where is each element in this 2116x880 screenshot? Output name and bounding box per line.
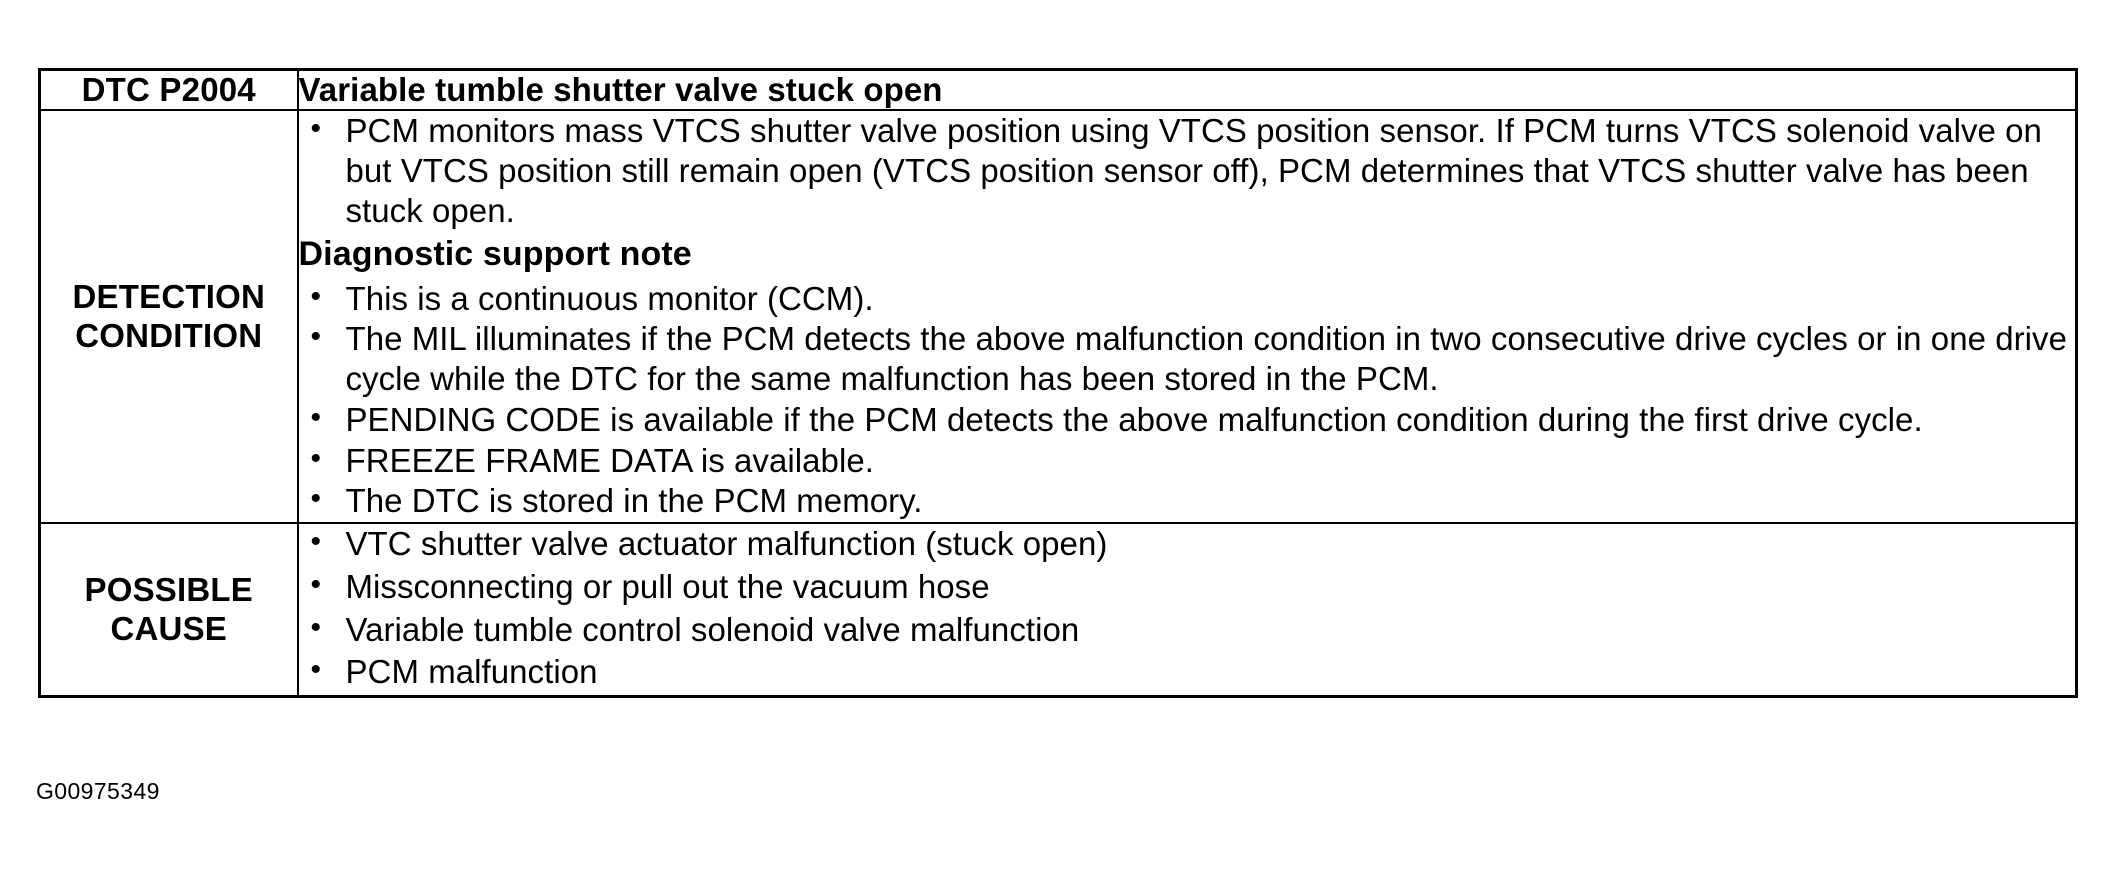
dtc-code-cell: DTC P2004	[38, 68, 299, 111]
detection-condition-content: PCM monitors mass VTCS shutter valve pos…	[296, 108, 2078, 525]
list-item: PCM malfunction	[299, 651, 2076, 692]
detection-intro-list: PCM monitors mass VTCS shutter valve pos…	[299, 110, 2076, 230]
figure-id-label: G00975349	[36, 778, 160, 804]
possible-cause-label: POSSIBLE CAUSE	[38, 522, 299, 698]
possible-cause-label-line1: POSSIBLE	[84, 570, 253, 608]
table-row-detection-condition: DETECTION CONDITION PCM monitors mass VT…	[38, 108, 2078, 525]
possible-cause-list: VTC shutter valve actuator malfunction (…	[299, 523, 2076, 692]
list-item: PENDING CODE is available if the PCM det…	[299, 399, 2076, 440]
list-item: PCM monitors mass VTCS shutter valve pos…	[299, 110, 2076, 230]
possible-cause-content: VTC shutter valve actuator malfunction (…	[296, 522, 2078, 698]
list-item: Variable tumble control solenoid valve m…	[299, 609, 2076, 650]
list-item: The DTC is stored in the PCM memory.	[299, 480, 2076, 521]
list-item: This is a continuous monitor (CCM).	[299, 278, 2076, 319]
list-item: VTC shutter valve actuator malfunction (…	[299, 523, 2076, 564]
detection-condition-label: DETECTION CONDITION	[38, 108, 299, 525]
dtc-table: DTC P2004 Variable tumble shutter valve …	[38, 68, 2078, 699]
diagnostic-support-note-list: This is a continuous monitor (CCM). The …	[299, 278, 2076, 522]
detection-condition-label-line1: DETECTION	[72, 277, 265, 315]
dtc-title-cell: Variable tumble shutter valve stuck open	[296, 68, 2078, 111]
table-row-possible-cause: POSSIBLE CAUSE VTC shutter valve actuato…	[38, 522, 2078, 698]
list-item: The MIL illuminates if the PCM detects t…	[299, 318, 2076, 399]
diagnostic-support-note-heading: Diagnostic support note	[298, 235, 692, 274]
list-item: Missconnecting or pull out the vacuum ho…	[299, 566, 2076, 607]
list-item: FREEZE FRAME DATA is available.	[299, 440, 2076, 481]
table-row-header: DTC P2004 Variable tumble shutter valve …	[38, 68, 2078, 111]
possible-cause-label-line2: CAUSE	[110, 609, 228, 647]
detection-condition-label-line2: CONDITION	[75, 316, 263, 354]
